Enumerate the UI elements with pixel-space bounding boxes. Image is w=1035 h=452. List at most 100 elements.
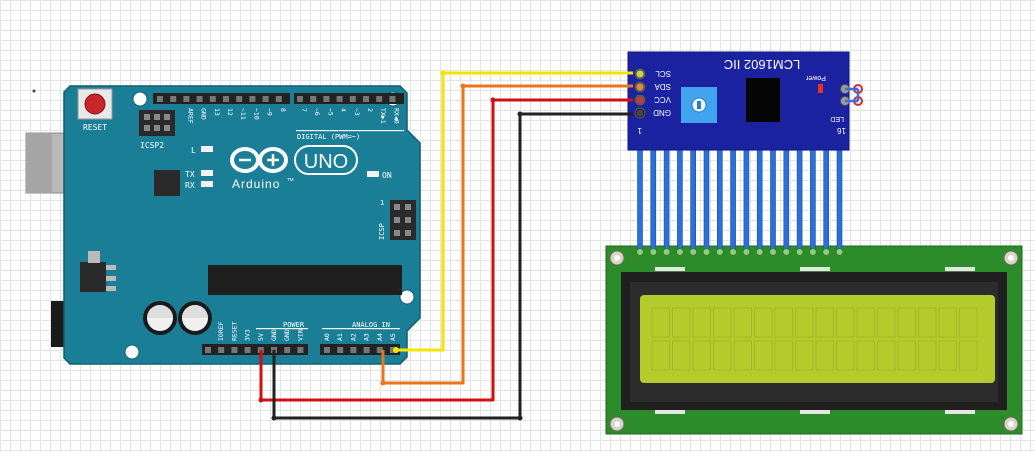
lcd-char-cell <box>918 307 937 338</box>
lcd-pin-bottom <box>649 248 658 256</box>
power-header <box>202 344 308 355</box>
header-pin <box>363 96 369 102</box>
icsp-label: ICSP <box>378 223 386 240</box>
lcd-pin-bottom <box>795 248 804 256</box>
digital-pin-label: AREF <box>186 108 194 124</box>
icsp2-label: ICSP2 <box>140 141 164 150</box>
icsp-pin1-label: 1 <box>380 199 384 207</box>
icsp2-header <box>139 110 175 136</box>
lcd-pin-bottom <box>689 248 698 256</box>
header-pin <box>337 347 344 353</box>
lcd-pin-wire <box>650 135 657 255</box>
on-led-label: ON <box>382 171 392 180</box>
lcd-pin-wire <box>770 135 776 255</box>
i2c-pin-label: SCL <box>655 69 671 78</box>
digital-pin-label: ~5 <box>326 108 334 116</box>
rx-led <box>201 181 213 187</box>
lcd-pin-wire <box>783 135 790 255</box>
reset-label: RESET <box>83 123 107 132</box>
lcd-pin-wire <box>836 135 843 255</box>
rx-led-label: RX <box>185 181 195 190</box>
lcd-pin-wire <box>823 135 830 255</box>
wire-endpoints <box>258 70 523 421</box>
lcd-char-cell <box>856 307 875 338</box>
capacitor <box>143 301 177 335</box>
i2c-pin-label: SDA <box>654 82 671 91</box>
lcd-char-cell <box>836 307 855 338</box>
lcd-pin-bottom <box>782 248 791 256</box>
header-pin <box>223 96 229 102</box>
header-pin <box>244 347 251 353</box>
digital-pin-label: ~3 <box>353 108 361 116</box>
header-pin <box>209 96 216 102</box>
i2c-pin-label: VCC <box>654 95 671 104</box>
digital-pin-label: GND <box>200 108 208 120</box>
lcd-char-cell <box>856 340 875 371</box>
header-pin <box>297 96 303 102</box>
lcd-char-cell <box>651 340 670 371</box>
digital-pin-label: 8 <box>279 108 287 112</box>
tx-led <box>201 170 213 176</box>
analog-pin-label: A2 <box>349 333 357 341</box>
lcd-pin-wire <box>677 135 683 255</box>
header-pin <box>349 96 356 102</box>
uno-label: UNO <box>304 151 348 173</box>
mounting-hole <box>399 289 415 305</box>
lcd-char-cell <box>672 307 691 338</box>
digital-pin-label: ~6 <box>313 108 321 116</box>
header-pin <box>363 347 370 353</box>
lcd-pin-bottom <box>835 248 844 256</box>
lcd-char-cell <box>795 340 814 371</box>
scl-wire <box>396 71 633 352</box>
pcf8574-chip <box>746 78 780 122</box>
digital-pin-label: RX◀0 <box>392 108 400 124</box>
lcd-pin-bottom <box>715 248 724 256</box>
header-pin <box>284 347 291 353</box>
lcd-pin-wire <box>796 135 803 255</box>
digital-pin-label: ~11 <box>239 108 247 120</box>
microcontroller-chip <box>208 265 402 295</box>
lcd-char-cell <box>897 340 916 371</box>
analog-pin-label: A0 <box>323 333 331 341</box>
digital-pin-label: 13 <box>213 108 221 116</box>
sda-wire <box>381 84 633 385</box>
header-pin <box>297 347 304 353</box>
lcd-char-cell <box>754 340 773 371</box>
header-pin <box>236 96 243 102</box>
lcd-char-cell <box>651 307 670 338</box>
i2c-pin1-label: 1 <box>637 126 642 135</box>
digital-pin-label: 7 <box>300 108 308 112</box>
header-pin <box>218 347 225 353</box>
icsp-header <box>390 200 416 240</box>
power-pin-label: GND <box>283 329 291 341</box>
lcd-char-cell <box>938 340 957 371</box>
lcd-char-cell <box>877 307 896 338</box>
capacitor <box>178 301 212 335</box>
voltage-regulator <box>80 262 106 292</box>
lcd-1602-display <box>605 245 1023 435</box>
lcd-pin-bottom <box>755 248 764 256</box>
usb-chip <box>154 170 180 196</box>
lcd-char-cell <box>938 307 957 338</box>
lcd-pin-bottom <box>742 248 751 256</box>
lcd-char-cell <box>774 307 793 338</box>
lcd-char-cell <box>692 340 711 371</box>
analog-pin-label: A1 <box>336 333 344 341</box>
lcd-char-cell <box>733 340 752 371</box>
lcd-char-cell <box>897 307 916 338</box>
mounting-hole <box>124 344 140 360</box>
lcd-pin-bottom <box>675 248 684 256</box>
lcd-char-cell <box>713 307 732 338</box>
led-jumper[interactable] <box>840 84 863 106</box>
header-pin <box>231 347 238 353</box>
digital-pin-label: 4 <box>340 108 348 112</box>
lcd-pin-wire <box>637 135 643 255</box>
digital-pin-label: ~9 <box>266 108 274 116</box>
lcd-char-cell <box>713 340 732 371</box>
lcd-char-cell <box>733 307 752 338</box>
lcd-screen <box>640 295 995 383</box>
i2c-module-title: LCM1602 IIC <box>724 57 801 72</box>
arduino-tm: TM <box>287 177 294 182</box>
digital-pin-label: TX▶1 <box>379 108 387 124</box>
